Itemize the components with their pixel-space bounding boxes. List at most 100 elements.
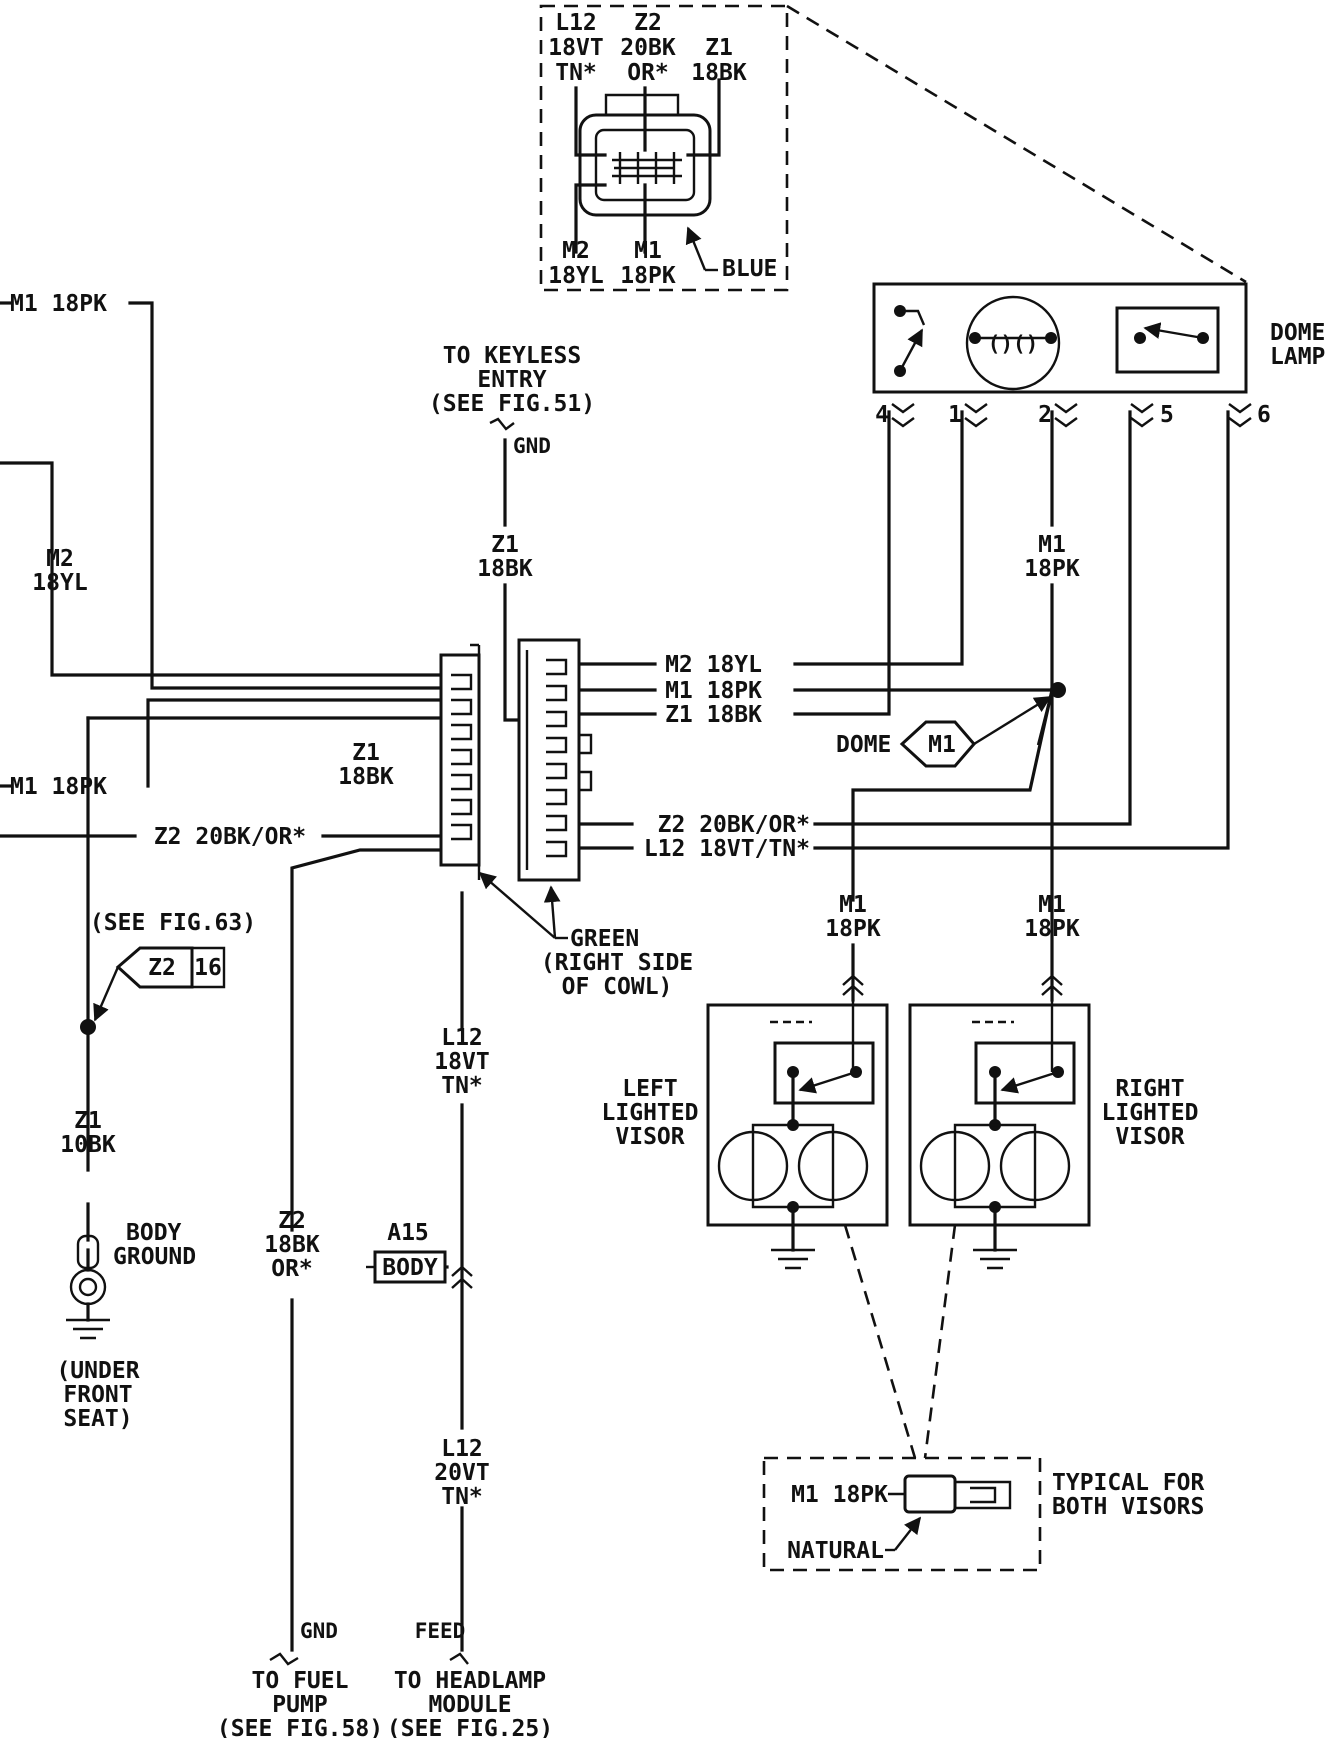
wire-z2-dome <box>813 410 1132 826</box>
ground-eyelet-icon <box>69 1268 107 1306</box>
cowl-connector-left <box>439 653 481 867</box>
label-m1-mid: M1 18PK <box>10 774 107 800</box>
svg-text:TN*: TN* <box>441 1073 483 1099</box>
svg-text:18PK: 18PK <box>1024 916 1080 942</box>
visor-callout-left <box>843 1224 917 1459</box>
fuel-pump-title: TO FUEL <box>252 1668 349 1694</box>
dome-splice-code: M1 <box>928 732 956 758</box>
body-ground: BODY GROUND (UNDER FRONT SEAT) <box>56 1220 196 1432</box>
svg-text:18BK: 18BK <box>264 1232 320 1258</box>
svg-text:TN*: TN* <box>555 60 597 86</box>
label-m1-right: M1 18PK <box>665 678 762 704</box>
ground-location-label: (UNDER <box>56 1358 139 1384</box>
inset-connector: L12 18VT TN* Z2 20BK OR* Z1 18BK M2 18YL… <box>539 4 1247 292</box>
left-visor-bulb-a <box>717 1130 789 1202</box>
visor-connector-inset: M1 18PK NATURAL TYPICAL FOR BOTH VISORS <box>762 1456 1204 1572</box>
svg-text:(SEE FIG.25): (SEE FIG.25) <box>387 1716 553 1738</box>
svg-text:ENTRY: ENTRY <box>477 367 546 393</box>
dome-splice-tag: DOME M1 <box>836 695 1052 768</box>
svg-text:10BK: 10BK <box>60 1132 116 1158</box>
cowl-connector-right <box>517 638 581 882</box>
svg-text:FRONT: FRONT <box>63 1382 132 1408</box>
visor-connector-wire-label: M1 18PK <box>791 1482 888 1508</box>
svg-text:(SEE FIG.58): (SEE FIG.58) <box>217 1716 383 1738</box>
dome-pin-2: 2 <box>1038 402 1052 428</box>
visor-inset-border <box>762 1456 1042 1572</box>
headlamp-feed-label: FEED <box>415 1619 466 1643</box>
svg-text:20BK: 20BK <box>620 35 676 61</box>
svg-text:()(): ()() <box>988 332 1039 356</box>
label-m2-right: M2 18YL <box>665 652 762 678</box>
right-visor-housing <box>908 1003 1091 1227</box>
wire-l12-dome <box>813 410 1230 850</box>
right-visor-label: RIGHT <box>1115 1076 1184 1102</box>
wire-m1-mid <box>146 698 453 788</box>
svg-text:18BK: 18BK <box>477 556 533 582</box>
right-visor-bulb-b <box>999 1130 1071 1202</box>
dome-bulb-icon <box>965 295 1061 391</box>
svg-text:GROUND: GROUND <box>113 1244 196 1270</box>
label-l12-right: L12 18VT/TN* <box>644 836 810 862</box>
inset-m2-label: M2 <box>562 238 590 264</box>
label-l12-bottom: L12 <box>441 1436 483 1462</box>
svg-text:OR*: OR* <box>627 60 669 86</box>
svg-text:18BK: 18BK <box>691 60 747 86</box>
svg-text:18PK: 18PK <box>620 263 676 289</box>
fig63-ref-label: (SEE FIG.63) <box>90 910 256 936</box>
fig63-code: Z2 <box>148 955 176 981</box>
keyless-gnd-label: GND <box>513 434 551 458</box>
inset-color-label: BLUE <box>722 256 777 282</box>
svg-text:LAMP: LAMP <box>1270 344 1325 370</box>
svg-text:18PK: 18PK <box>1024 556 1080 582</box>
svg-text:18YL: 18YL <box>32 570 87 596</box>
natural-connector-body <box>903 1474 957 1514</box>
dome-pin-6: 6 <box>1257 402 1271 428</box>
svg-text:VISOR: VISOR <box>1115 1124 1184 1150</box>
svg-text:LIGHTED: LIGHTED <box>1102 1100 1199 1126</box>
right-lighted-visor: RIGHT LIGHTED VISOR <box>908 974 1199 1270</box>
svg-text:PUMP: PUMP <box>272 1692 327 1718</box>
a15-body-box: BODY <box>382 1255 438 1281</box>
svg-text:OR*: OR* <box>271 1256 313 1282</box>
cowl-connectors: GREEN (RIGHT SIDE OF COWL) <box>439 638 693 1000</box>
svg-text:20VT: 20VT <box>434 1460 489 1486</box>
label-m2-left: M2 <box>46 546 74 572</box>
svg-text:SEAT): SEAT) <box>63 1406 132 1432</box>
label-z2-fuel: Z2 <box>278 1208 306 1234</box>
right-visor-bulb-a <box>919 1130 991 1202</box>
svg-text:18YL: 18YL <box>548 263 603 289</box>
svg-text:18VT: 18VT <box>548 35 603 61</box>
label-z1-ground: Z1 <box>74 1108 102 1134</box>
svg-text:18PK: 18PK <box>825 916 881 942</box>
left-visor-label: LEFT <box>622 1076 677 1102</box>
fig63-reference: (SEE FIG.63) Z2 16 <box>80 910 256 1035</box>
wire-m2-left <box>0 461 453 677</box>
cowl-color-label: GREEN <box>570 926 639 952</box>
headlamp-title: TO HEADLAMP <box>394 1668 546 1694</box>
keyless-wire-label: Z1 <box>491 532 519 558</box>
natural-color-label: NATURAL <box>787 1538 884 1564</box>
inset-m1-label: M1 <box>634 238 662 264</box>
label-z1-left: Z1 <box>352 740 380 766</box>
svg-text:LIGHTED: LIGHTED <box>602 1100 699 1126</box>
keyless-title: TO KEYLESS <box>443 343 581 369</box>
svg-text:TN*: TN* <box>441 1484 483 1510</box>
label-m1-dome: M1 <box>1038 532 1066 558</box>
svg-text:DOME: DOME <box>836 732 891 758</box>
left-visor-housing <box>706 1003 889 1227</box>
body-ground-label: BODY <box>126 1220 182 1246</box>
dome-splice-dot <box>1050 682 1066 698</box>
visor-callout-right <box>923 1224 957 1459</box>
inset-l12-label: L12 <box>555 10 597 36</box>
inset-callout-line <box>786 4 1247 284</box>
ground-symbol-icon <box>66 1318 110 1340</box>
dome-pin-5: 5 <box>1160 402 1174 428</box>
left-visor-bulb-b <box>797 1130 869 1202</box>
left-visor-ground-icon <box>771 1248 815 1270</box>
label-z1-right: Z1 18BK <box>665 702 762 728</box>
svg-text:(RIGHT SIDE: (RIGHT SIDE <box>541 950 693 976</box>
inset-border <box>539 4 789 292</box>
dome-pin-1: 1 <box>948 402 962 428</box>
dome-lamp: ()() DOME LAMP 4 1 2 5 6 <box>872 282 1325 428</box>
